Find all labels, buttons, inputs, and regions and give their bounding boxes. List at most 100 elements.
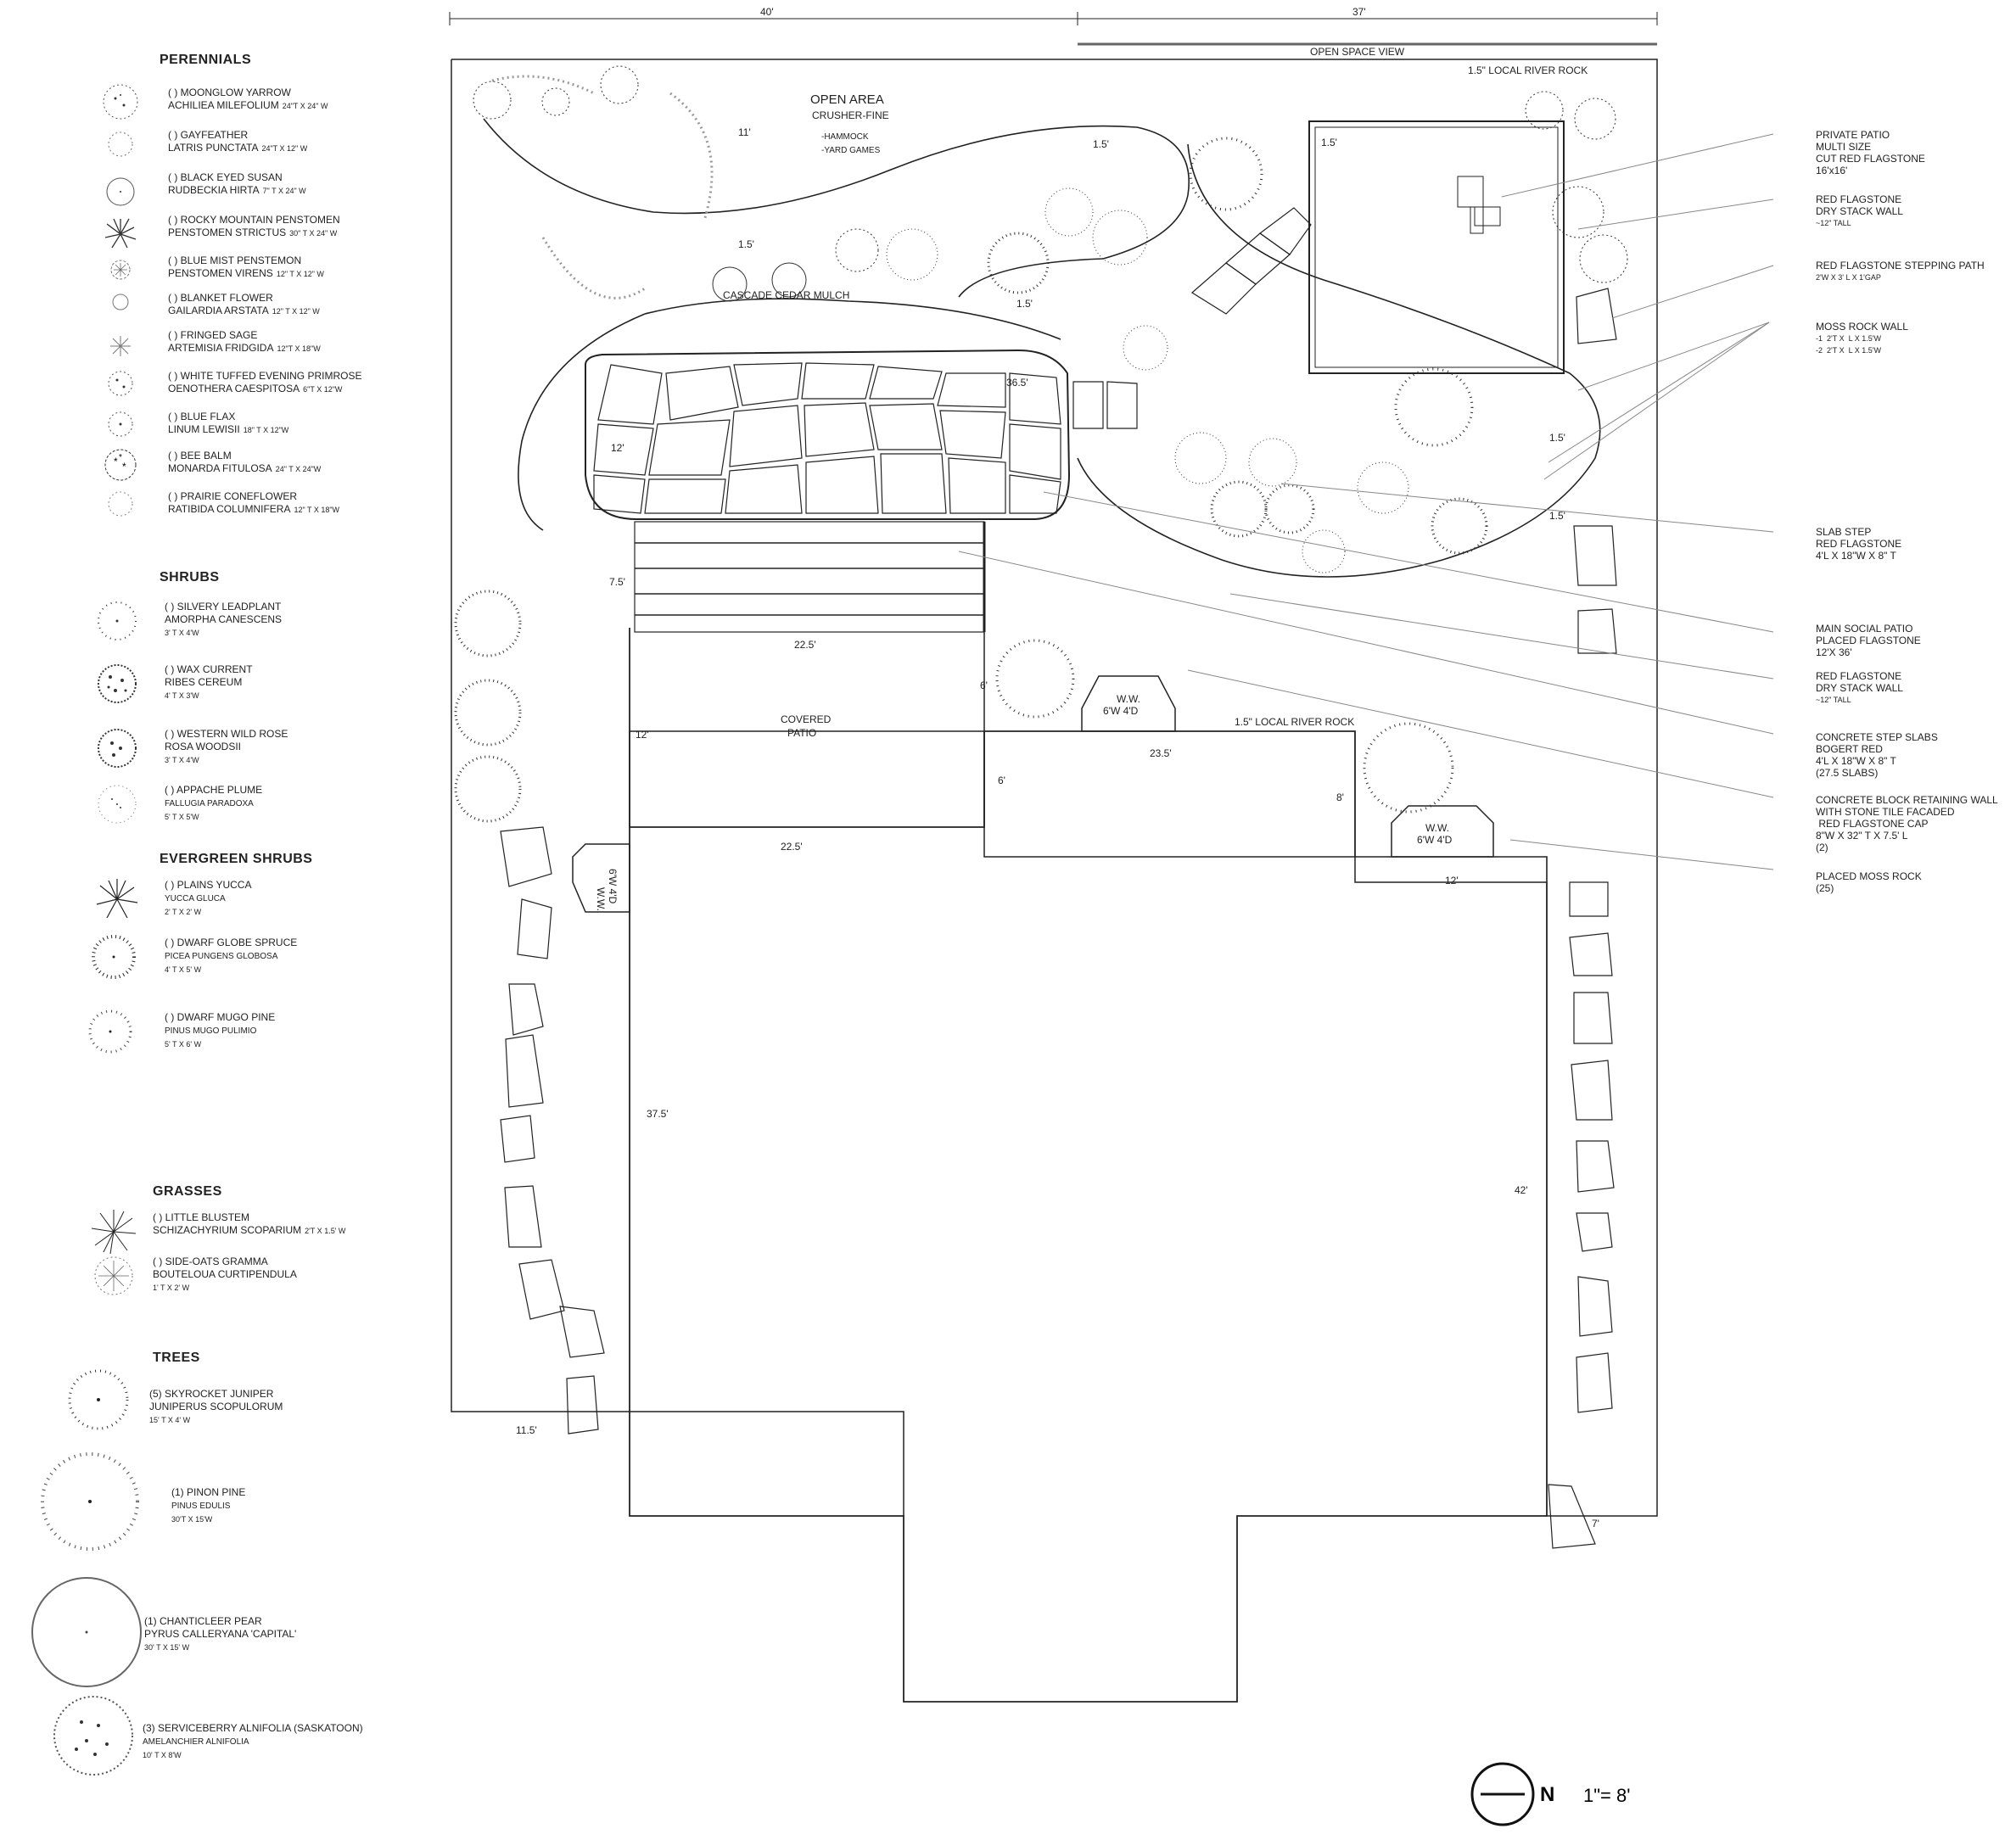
legend-heading-shrubs: SHRUBS (160, 570, 220, 584)
legend-latin-name: MONARDA FITULOSA (168, 462, 272, 474)
dotted-circle-icon (108, 491, 133, 517)
plant-symbols (454, 65, 1628, 823)
star-circle-icon (110, 260, 131, 280)
circle-icon (31, 1577, 142, 1687)
tick-circle-icon (98, 601, 137, 640)
legend-size: 30" T X 24" W (289, 229, 338, 238)
legend-common-name: ( ) FRINGED SAGE (168, 329, 258, 341)
legend-common-name: ( ) ROCKY MOUNTAIN PENSTOMEN (168, 214, 340, 226)
planting-bed-edge-mid (644, 298, 1061, 340)
legend-heading-grasses: GRASSES (153, 1184, 222, 1199)
stepping-path-left (500, 826, 605, 1435)
dimension-label: 12' (611, 442, 624, 454)
tick-circle-icon (92, 935, 136, 979)
tick-circle-icon (88, 1009, 132, 1054)
planting-bed-edge-right (1077, 143, 1601, 578)
legend-size: 2'T X 1.5' W (305, 1227, 346, 1235)
legend-size: 3' T X 4'W (165, 629, 199, 637)
dimension-label: 1.5' (1016, 298, 1033, 310)
legend-latin-name: ROSA WOODSII (165, 741, 242, 752)
legend-heading-evergreen-shrubs: EVERGREEN SHRUBS (160, 852, 313, 866)
covered-patio-outline (629, 628, 985, 828)
legend-size: 12"T X 18"W (277, 344, 321, 353)
river-rock-label: 1.5" LOCAL RIVER ROCK (1235, 716, 1354, 728)
legend-common-name: ( ) BLUE MIST PENSTEMON (168, 254, 302, 266)
planting-bed-edge-upper (483, 118, 1190, 298)
window-well-2 (1391, 805, 1494, 858)
lot-boundary (451, 59, 1658, 1703)
legend-latin-name: PYRUS CALLERYANA 'CAPITAL' (144, 1628, 297, 1640)
dense-dot-circle-icon (98, 729, 137, 768)
dimension-label: 12' (636, 729, 649, 741)
house-outline (629, 628, 1548, 1703)
dimension-label: 1.5' (1093, 138, 1109, 150)
north-arrow-icon (1470, 1762, 1535, 1826)
dimension-label: 1.5' (1549, 510, 1565, 522)
legend-latin-name: PINUS MUGO PULIMIO (165, 1026, 257, 1036)
legend-size: 1' T X 2' W (153, 1284, 190, 1292)
window-well-label: W.W. (1425, 822, 1449, 834)
dotted-circle-icon (108, 411, 133, 437)
svg-text:*: * (114, 456, 118, 467)
dimension-label: 8' (1336, 791, 1344, 803)
dimension-label: 12' (1445, 875, 1459, 886)
callout-leaders (958, 133, 1774, 870)
legend-latin-name: ACHILIEA MILEFOLIUM (168, 99, 279, 111)
yucca-icon (96, 879, 138, 919)
dimension-label: 6' (980, 680, 988, 691)
star-icon (110, 336, 131, 356)
legend-latin-name: AMORPHA CANESCENS (165, 613, 283, 625)
legend-size: 5' T X 6' W (165, 1040, 202, 1049)
covered-patio-label: COVERED (781, 713, 832, 725)
yard-games-label: -YARD GAMES (821, 146, 881, 155)
window-well-label: W.W. (1117, 693, 1140, 705)
dotted-circle-icon (108, 131, 133, 157)
legend-common-name: ( ) BEE BALM (168, 450, 232, 461)
legend-latin-name: BOUTELOUA CURTIPENDULA (153, 1268, 297, 1280)
dimension-label: 1.5' (1549, 432, 1565, 444)
legend-size: 3' T X 4'W (165, 756, 199, 764)
legend-latin-name: LATRIS PUNCTATA (168, 142, 259, 154)
legend-size: 24" T X 24"W (275, 465, 322, 473)
legend-latin-name: ARTEMISIA FRIDGIDA (168, 342, 274, 354)
legend-common-name: ( ) WAX CURRENT (165, 663, 253, 675)
dimension-label: 23.5' (1150, 747, 1172, 759)
legend-common-name: (3) SERVICEBERRY ALNIFOLIA (SASKATOON) (143, 1722, 363, 1734)
legend-latin-name: RUDBECKIA HIRTA (168, 184, 260, 196)
dotted-circle-icon (98, 785, 137, 824)
legend-latin-name: PINUS EDULIS (171, 1502, 231, 1511)
legend-common-name: ( ) GAYFEATHER (168, 129, 249, 141)
legend-size: 4' T X 3'W (165, 691, 199, 700)
legend-common-name: ( ) WHITE TUFFED EVENING PRIMROSE (168, 370, 362, 382)
covered-patio-label: PATIO (787, 727, 816, 739)
legend-latin-name: LINUM LEWISII (168, 423, 240, 435)
legend-latin-name: JUNIPERUS SCOPULORUM (149, 1401, 283, 1412)
river-rock-label: 1.5" LOCAL RIVER ROCK (1468, 64, 1588, 76)
legend-size: 15' T X 4' W (149, 1416, 191, 1424)
star-circle-icon (94, 1256, 133, 1295)
legend-latin-name: FALLUGIA PARADOXA (165, 799, 254, 808)
svg-text:*: * (119, 453, 122, 462)
dimension-label: 11' (738, 126, 751, 138)
main-social-patio (585, 349, 1071, 520)
flagstone-pattern (593, 362, 1061, 514)
dimension-label: 42' (1515, 1184, 1528, 1196)
legend-latin-name: RIBES CEREUM (165, 676, 243, 688)
legend-size: 12" T X 12" W (276, 270, 324, 278)
